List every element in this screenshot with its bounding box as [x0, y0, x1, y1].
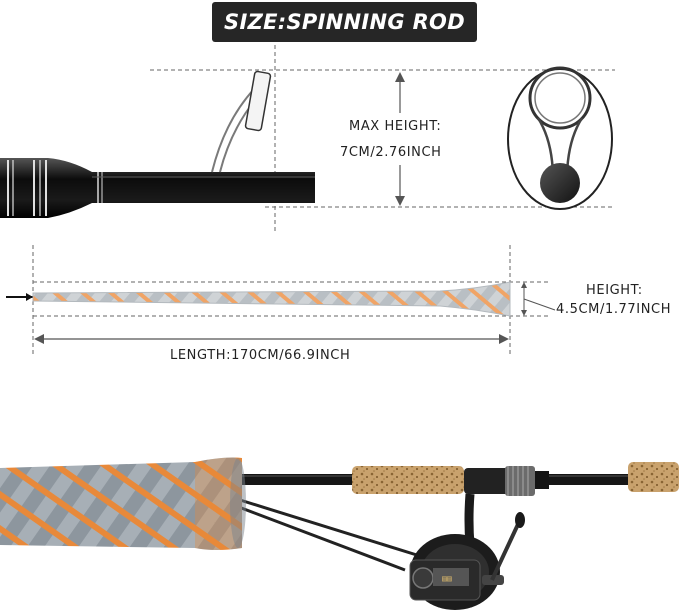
max-height-arrow	[395, 72, 405, 206]
sleeve-height-label: HEIGHT:	[586, 283, 643, 298]
svg-text:▤▤: ▤▤	[442, 574, 452, 583]
sleeve-height-arrow	[521, 282, 556, 316]
sleeve-illustration	[32, 281, 511, 317]
length-arrow	[34, 334, 509, 344]
rod-butt-illustration	[0, 70, 315, 218]
max-height-label: MAX HEIGHT:	[349, 119, 442, 134]
fishing-reel-icon: ▤▤	[409, 493, 525, 610]
cork-grip-rear	[628, 462, 679, 492]
page-title: SIZE:SPINNING ROD	[224, 10, 465, 34]
sleeve-length-diagram	[6, 245, 556, 357]
cork-grip-front	[352, 466, 464, 494]
sleeve-height-value: 4.5CM/1.77INCH	[556, 302, 672, 317]
title-banner: SIZE:SPINNING ROD	[212, 2, 477, 42]
max-height-value: 7CM/2.76INCH	[340, 145, 442, 160]
guide-ring-icon	[507, 66, 613, 210]
max-height-diagram	[0, 45, 615, 232]
length-label: LENGTH:170CM/66.9INCH	[170, 348, 351, 363]
rod-with-sleeve-illustration: ▤▤	[0, 457, 679, 610]
